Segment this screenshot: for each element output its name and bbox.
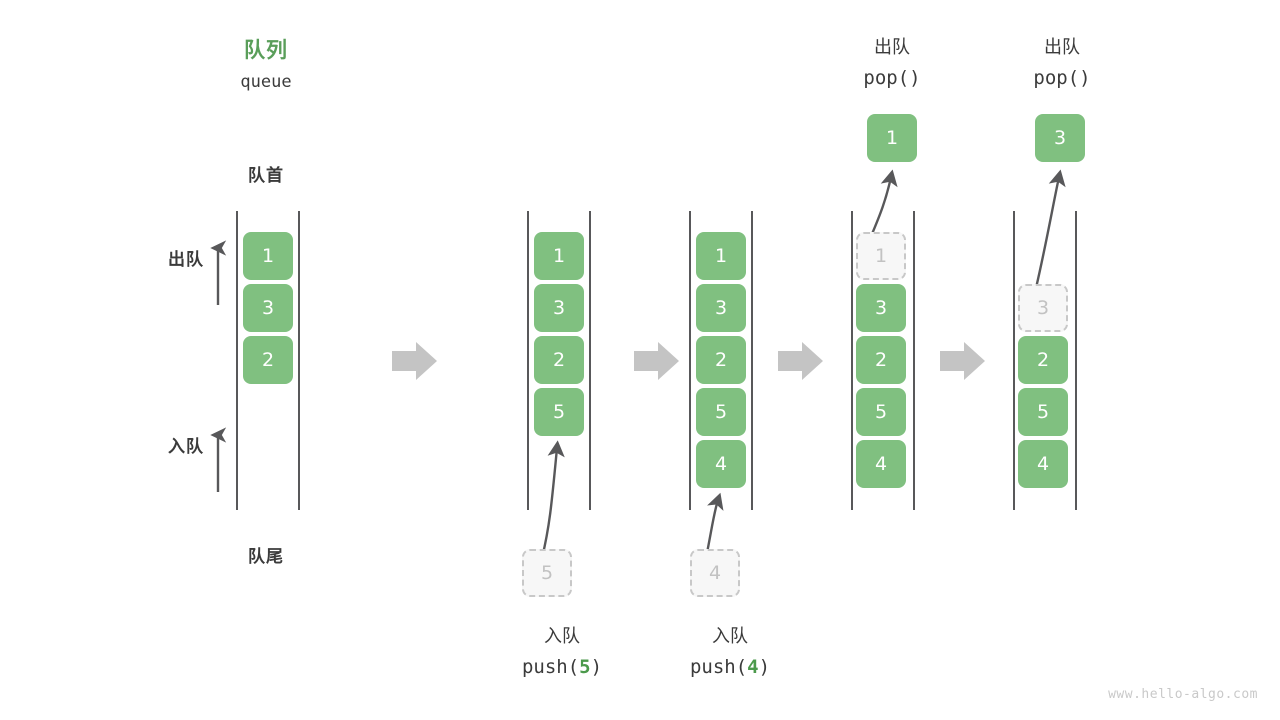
rear-label: 队尾: [248, 547, 284, 567]
queue-title-en: queue: [240, 72, 292, 92]
queue-cell-new: 5: [534, 388, 584, 436]
queue-cell: 5: [696, 388, 746, 436]
queue-cell: 2: [696, 336, 746, 384]
code-prefix: push(: [521, 656, 580, 678]
step-arrow-1: [392, 342, 437, 380]
rail-left-step-2: [689, 211, 691, 510]
rail-left-step-1: [527, 211, 529, 510]
queue-cell: 5: [856, 388, 906, 436]
enqueue-label: 入队: [168, 437, 204, 457]
step-arrow-3: [778, 342, 823, 380]
queue-cell: 3: [243, 284, 293, 332]
code-arg: 4: [747, 656, 759, 678]
dequeue-label: 出队: [168, 250, 204, 270]
queue-cell: 4: [856, 440, 906, 488]
rail-left-step-0: [236, 211, 238, 510]
queue-cell: 1: [534, 232, 584, 280]
rail-right-step-1: [589, 211, 591, 510]
queue-cell: 1: [243, 232, 293, 280]
step-header-code: pop(): [1033, 67, 1091, 89]
rail-right-step-0: [298, 211, 300, 510]
step-header-cn: 出队: [874, 37, 910, 58]
queue-title-cn: 队列: [244, 38, 288, 62]
code-arg: 5: [579, 656, 591, 678]
rail-left-step-4: [1013, 211, 1015, 510]
code-suffix: ): [758, 656, 771, 678]
step-arrow-2: [634, 342, 679, 380]
queue-cell-removed: 3: [1018, 284, 1068, 332]
pop-1-arrow: [870, 169, 898, 235]
queue-cell: 2: [856, 336, 906, 384]
queue-cell: 1: [696, 232, 746, 280]
queue-cell-removed: 1: [856, 232, 906, 280]
popped-cell: 3: [1035, 114, 1085, 162]
pop-3-arrow: [1034, 169, 1066, 289]
queue-cell: 3: [534, 284, 584, 332]
queue-cell: 5: [1018, 388, 1068, 436]
queue-cell: 3: [856, 284, 906, 332]
queue-cell: 4: [1018, 440, 1068, 488]
queue-cell: 3: [696, 284, 746, 332]
queue-cell: 2: [534, 336, 584, 384]
rail-right-step-3: [913, 211, 915, 510]
rail-right-step-2: [751, 211, 753, 510]
step-caption-cn: 入队: [712, 626, 748, 647]
queue-cell-new: 4: [696, 440, 746, 488]
rail-left-step-3: [851, 211, 853, 510]
rail-right-step-4: [1075, 211, 1077, 510]
popped-cell: 1: [867, 114, 917, 162]
step-header-cn: 出队: [1044, 37, 1080, 58]
step-caption-code: push(5): [482, 656, 642, 678]
code-suffix: ): [590, 656, 603, 678]
step-header-code: pop(): [863, 67, 921, 89]
incoming-ghost-cell: 4: [690, 549, 740, 597]
step-caption-cn: 入队: [544, 626, 580, 647]
watermark: www.hello-algo.com: [1108, 687, 1258, 702]
code-prefix: push(: [689, 656, 748, 678]
incoming-ghost-cell: 5: [522, 549, 572, 597]
step-caption-code: push(4): [650, 656, 810, 678]
queue-cell: 2: [1018, 336, 1068, 384]
queue-cell: 2: [243, 336, 293, 384]
push-5-arrow: [540, 440, 565, 559]
front-label: 队首: [248, 166, 284, 186]
step-arrow-4: [940, 342, 985, 380]
